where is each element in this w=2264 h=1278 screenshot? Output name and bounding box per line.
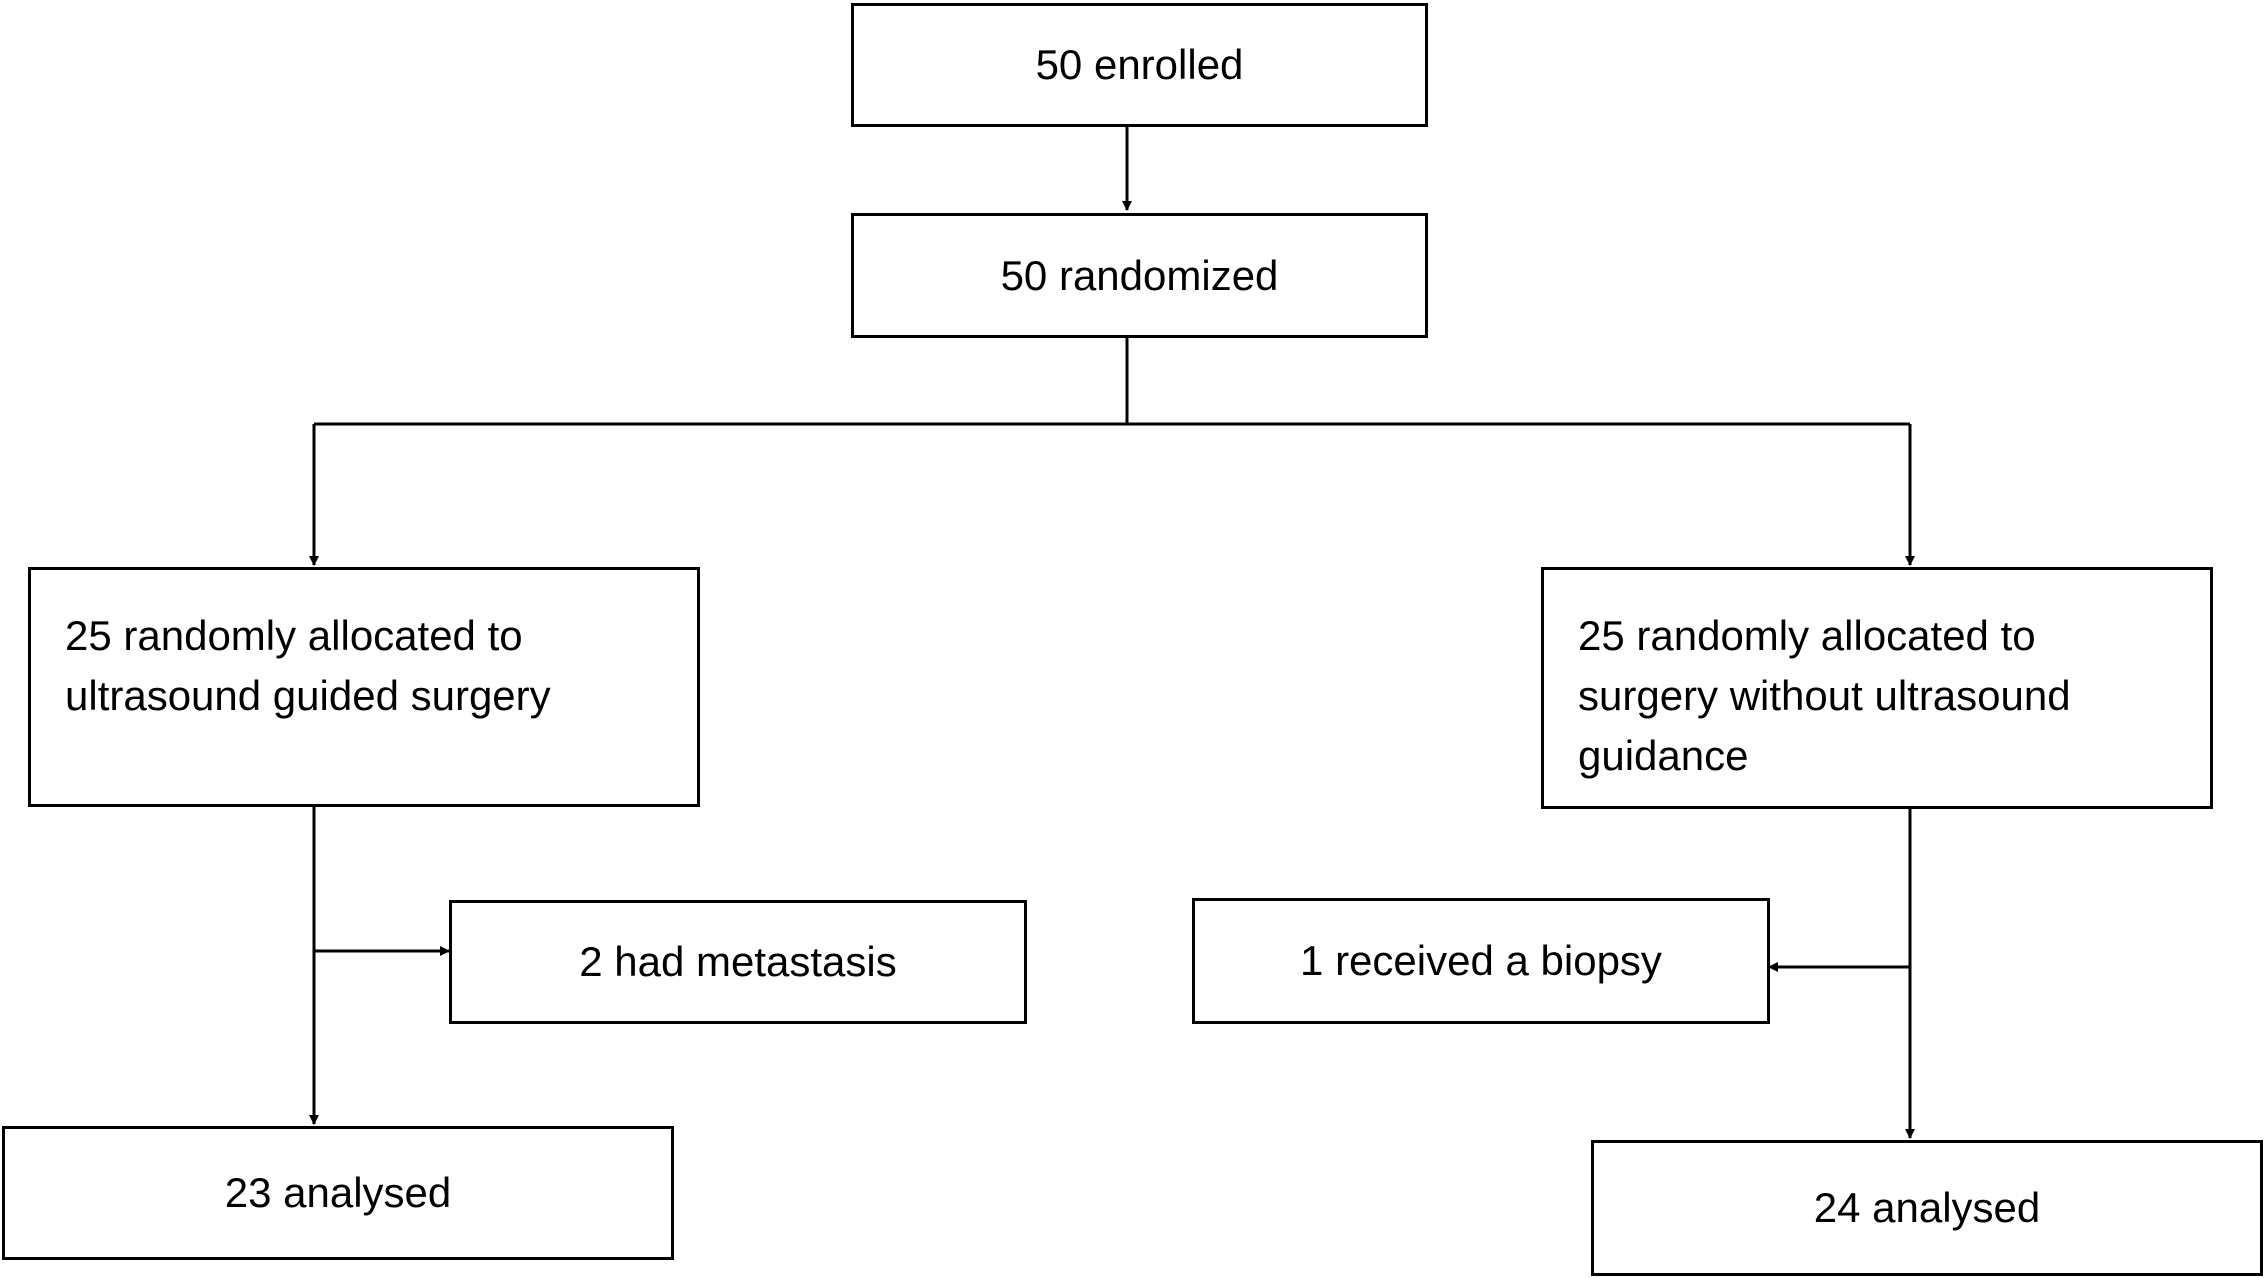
enrolled-box: 50 enrolled <box>851 3 1428 127</box>
no-ultrasound-arm-line-2: surgery without ultrasound <box>1578 672 2071 719</box>
ultrasound-arm-line-1: 25 randomly allocated to <box>65 612 523 659</box>
biopsy-box: 1 received a biopsy <box>1192 898 1770 1024</box>
metastasis-label: 2 had metastasis <box>579 938 897 985</box>
no-ultrasound-arm-box: 25 randomly allocated to surgery without… <box>1541 567 2213 809</box>
randomized-box: 50 randomized <box>851 213 1428 338</box>
randomized-label: 50 randomized <box>1000 251 1279 299</box>
ultrasound-analysed-box: 23 analysed <box>2 1126 674 1260</box>
metastasis-box: 2 had metastasis <box>449 900 1027 1024</box>
enrolled-label: 50 enrolled <box>1035 41 1244 88</box>
biopsy-label: 1 received a biopsy <box>1300 937 1662 984</box>
ultrasound-arm-box: 25 randomly allocated to ultrasound guid… <box>28 567 700 807</box>
no-ultrasound-arm-line-3: guidance <box>1578 732 1749 779</box>
ultrasound-arm-line-2: ultrasound guided surgery <box>65 672 551 719</box>
ultrasound-analysed-label: 23 analysed <box>224 1169 452 1216</box>
no-ultrasound-analysed-box: 24 analysed <box>1591 1140 2263 1276</box>
no-ultrasound-arm-line-1: 25 randomly allocated to <box>1578 612 2036 659</box>
no-ultrasound-analysed-label: 24 analysed <box>1813 1184 2041 1231</box>
